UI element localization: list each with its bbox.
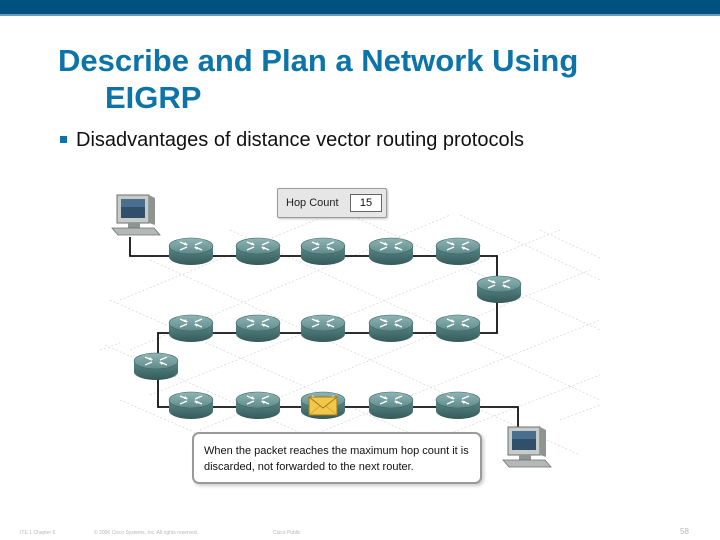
hop-count-label: Hop Count — [286, 197, 339, 209]
footer-copyright: © 2006 Cisco Systems, Inc. All rights re… — [94, 530, 199, 536]
router-icon — [300, 314, 346, 343]
top-banner-accent — [0, 14, 720, 16]
router-icon — [435, 314, 481, 343]
router-icon — [235, 237, 281, 266]
hop-count-panel: Hop Count 15 — [277, 188, 387, 218]
title-line-1: Describe and Plan a Network Using — [58, 43, 579, 78]
bullet-text: Disadvantages of distance vector routing… — [76, 129, 525, 151]
router-icon — [435, 391, 481, 420]
footer-course: ITE 1 Chapter 6 — [20, 530, 56, 536]
router-icon — [368, 237, 414, 266]
callout-text: When the packet reaches the maximum hop … — [204, 445, 469, 473]
callout-box: When the packet reaches the maximum hop … — [192, 432, 482, 484]
bullet-square-icon — [60, 136, 67, 143]
footer-classification: Cisco Public — [273, 530, 301, 536]
top-banner — [0, 0, 720, 14]
title-line-2: EIGRP — [105, 80, 202, 115]
router-icon — [435, 237, 481, 266]
network-diagram — [99, 194, 601, 468]
router-icon — [368, 314, 414, 343]
router-icon — [368, 391, 414, 420]
router-icon — [235, 391, 281, 420]
router-icon — [168, 314, 214, 343]
bullet-point: Disadvantages of distance vector routing… — [60, 128, 524, 152]
router-icon — [168, 391, 214, 420]
hop-count-value: 15 — [350, 194, 382, 212]
router-icon — [476, 275, 522, 304]
router-icon — [133, 352, 179, 381]
page-number: 58 — [680, 527, 689, 536]
pc-icon — [111, 194, 161, 236]
slide-title: Describe and Plan a Network Using EIGRP — [58, 42, 658, 116]
router-icon — [300, 237, 346, 266]
router-icon — [235, 314, 281, 343]
router-icon — [168, 237, 214, 266]
packet-envelope-icon — [308, 396, 338, 416]
pc-icon — [502, 426, 552, 468]
